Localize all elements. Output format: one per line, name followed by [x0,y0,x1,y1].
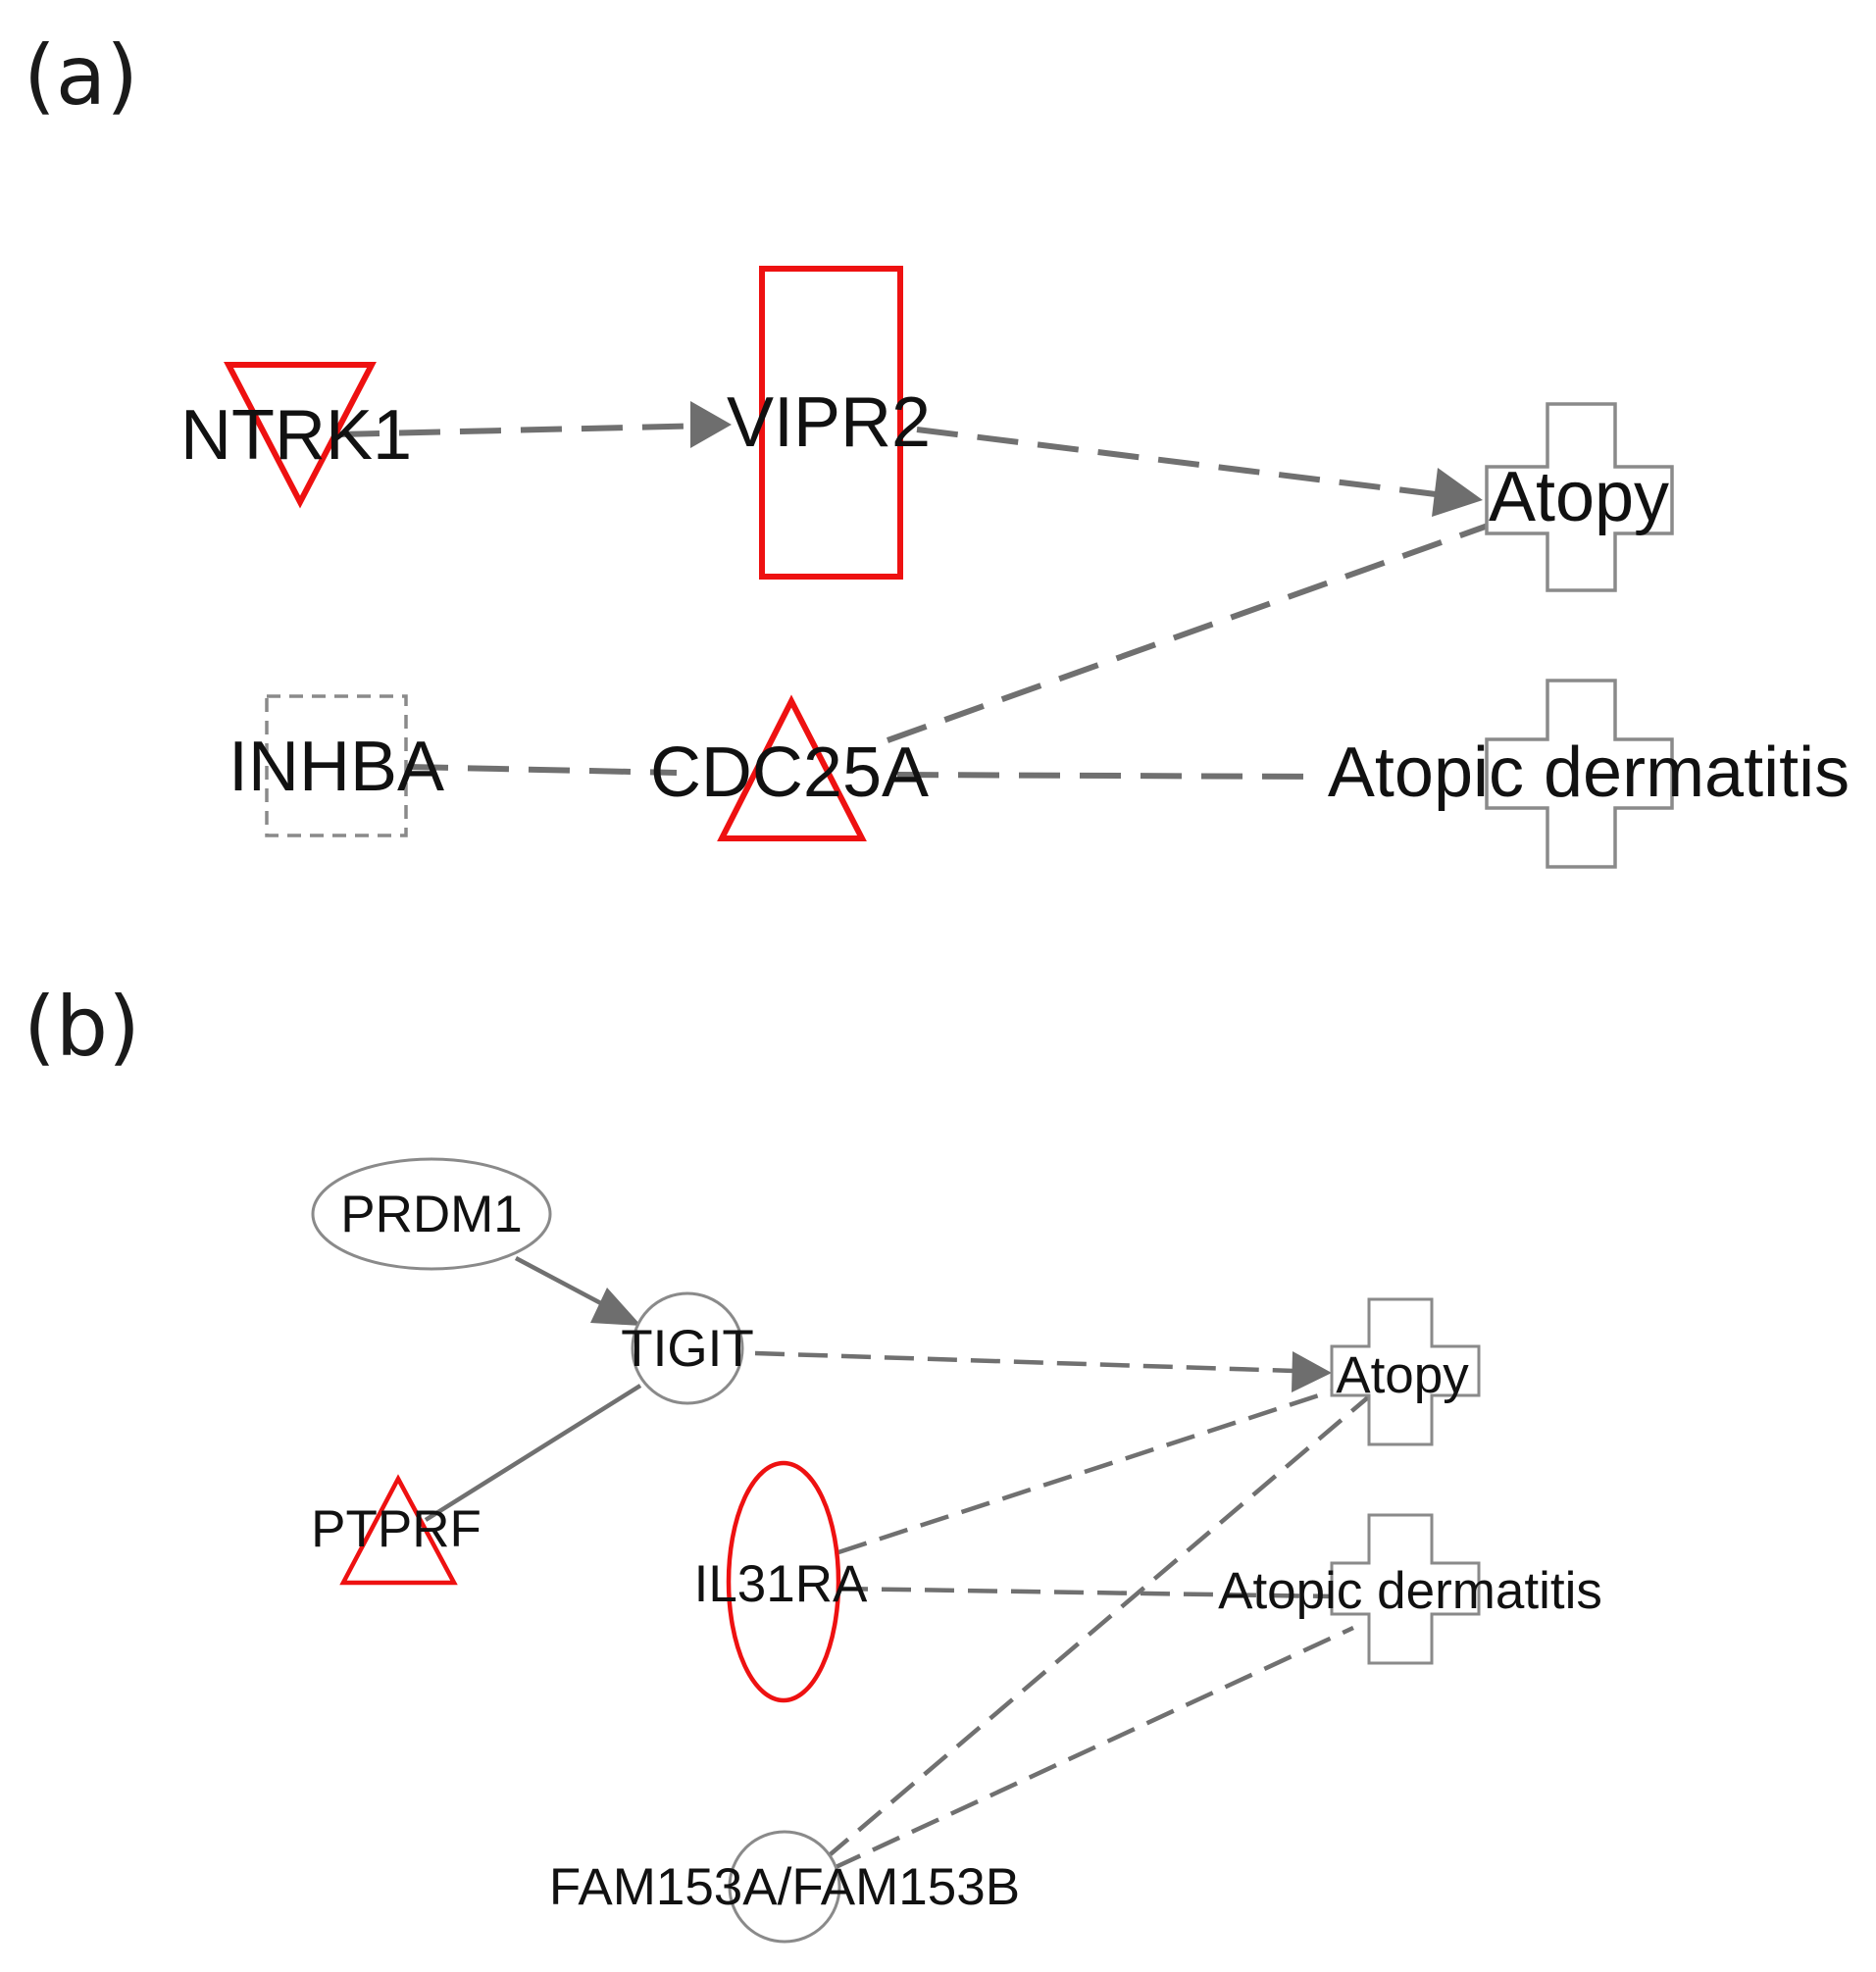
node-tigit-label: TIGIT [621,1320,753,1378]
dashed-square-shape [265,694,408,837]
node-fam153: FAM153A/FAM153B [549,1830,1020,1944]
edge-prdm1-tigit [514,1256,614,1311]
node-ntrk1: NTRK1 [180,362,412,509]
node-vipr2: VIPR2 [727,266,931,580]
up-triangle-shape [339,1474,458,1586]
node-prdm1: PRDM1 [311,1157,552,1271]
node-vipr2-label: VIPR2 [727,383,931,462]
node-ntrk1-label: NTRK1 [180,396,412,475]
edge-il31ra-atopy [837,1388,1335,1555]
panel-a: (a) NTRK1 VIPR2 INHBA CDC25A Atopy [24,27,1850,869]
arrowhead-tigit [590,1288,641,1326]
cross-shape [1330,1513,1481,1665]
node-ptprf: PTPRF [311,1474,482,1586]
node-ptprf-label: PTPRF [311,1500,482,1558]
node-il31ra: IL31RA [694,1460,868,1703]
edge-tigit-ptprf [424,1384,642,1522]
node-atopy-b-label: Atopy [1336,1346,1469,1404]
cross-shape [1330,1297,1481,1446]
arrowhead-atopy-b [1292,1351,1332,1392]
edge-il31ra-atopic-dermatitis [837,1586,1335,1599]
node-inhba: INHBA [228,694,444,837]
edge-cdc25a-atopy [886,522,1493,743]
node-inhba-label: INHBA [228,728,444,806]
ellipse-shape [726,1460,841,1703]
node-atopic-dermatitis-b-label: Atopic dermatitis [1218,1562,1602,1620]
edge-ntrk1-vipr2 [337,423,709,437]
arrowhead-vipr2 [690,401,732,448]
node-atopy-a-label: Atopy [1489,458,1669,536]
cross-shape [1485,402,1674,592]
rectangle-shape [759,266,903,580]
node-atopic-dermatitis-b: Atopic dermatitis [1218,1513,1602,1665]
node-fam153-label: FAM153A/FAM153B [549,1858,1020,1916]
edge-tigit-atopy [754,1350,1295,1374]
node-cdc25a: CDC25A [650,694,929,841]
up-triangle-shape [717,694,867,841]
edge-fam153-atopy [824,1395,1370,1860]
cross-shape [1485,679,1674,869]
node-atopy-b: Atopy [1330,1297,1481,1446]
node-atopic-dermatitis-a: Atopic dermatitis [1328,679,1850,869]
arrowhead-atopy-a [1432,468,1483,517]
panel-b: (b) PRDM1 TIGIT PTPRF IL31RA [24,979,1602,1944]
panel-b-label: (b) [24,979,140,1075]
node-il31ra-label: IL31RA [694,1555,868,1613]
edge-vipr2-atopy [916,427,1445,498]
edge-cdc25a-atopic-dermatitis [896,772,1320,780]
circle-shape [728,1830,841,1944]
edge-fam153-atopic-dermatitis [833,1625,1354,1871]
node-atopy-a: Atopy [1485,402,1674,592]
circle-shape [631,1291,744,1405]
node-cdc25a-label: CDC25A [650,733,929,812]
node-atopic-dermatitis-a-label: Atopic dermatitis [1328,733,1850,812]
node-prdm1-label: PRDM1 [340,1186,523,1243]
down-triangle-shape [224,362,377,509]
ellipse-shape [311,1157,552,1271]
node-tigit: TIGIT [621,1291,754,1405]
edge-inhba-cdc25a [406,764,678,776]
panel-a-label: (a) [24,27,138,124]
